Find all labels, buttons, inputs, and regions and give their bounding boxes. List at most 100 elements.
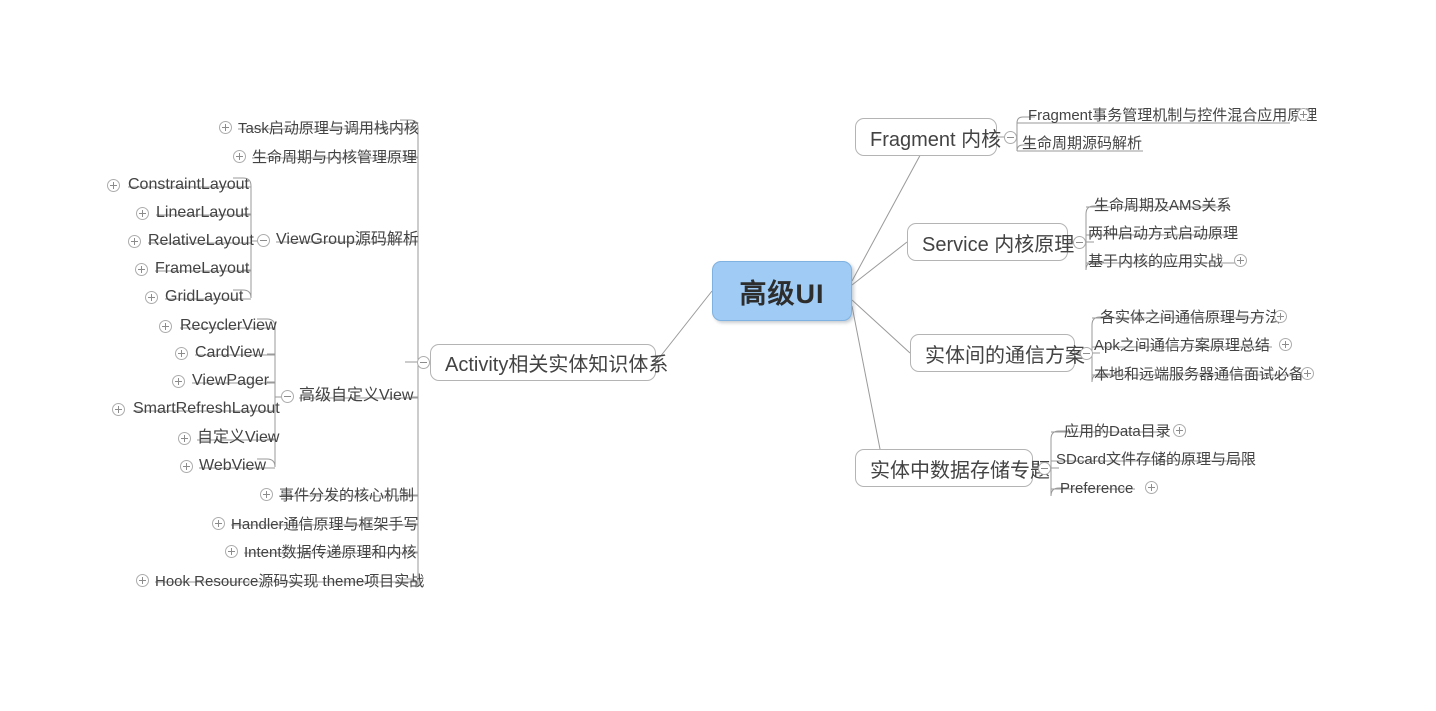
leaf-label: 事件分发的核心机制 <box>279 486 415 504</box>
leaf-fragment-lifecycle-source[interactable]: 生命周期源码解析 <box>1022 131 1142 155</box>
expand-handle-cardview[interactable] <box>175 347 188 360</box>
leaf-label: RecyclerView <box>180 317 277 334</box>
expand-handle-app-data-dir[interactable] <box>1173 424 1186 437</box>
leaf-recyclerview[interactable]: RecyclerView <box>180 314 277 338</box>
leaf-custom-view[interactable]: 自定义View <box>197 426 279 450</box>
leaf-label: 自定义View <box>197 429 280 446</box>
leaf-label: Hook Resource源码实现 theme项目实战 <box>155 572 425 590</box>
leaf-task-startup[interactable]: Task启动原理与调用栈内核 <box>238 116 419 140</box>
leaf-relativelayout[interactable]: RelativeLayout <box>148 229 254 253</box>
leaf-apk-comm-summary[interactable]: Apk之间通信方案原理总结 <box>1094 333 1270 357</box>
expand-handle-service-kernel-practice[interactable] <box>1234 254 1247 267</box>
leaf-constraintlayout[interactable]: ConstraintLayout <box>128 173 249 197</box>
collapse-handle-ipc[interactable] <box>1080 347 1093 360</box>
branch-node-ipc-label: 实体间的通信方案 <box>925 344 1085 367</box>
branch-node-service-label: Service 内核原理 <box>922 233 1075 256</box>
branch-node-fragment-label: Fragment 内核 <box>870 128 1002 151</box>
expand-handle-linearlayout[interactable] <box>136 207 149 220</box>
leaf-label: 两种启动方式启动原理 <box>1088 224 1239 242</box>
leaf-label: 各实体之间通信原理与方法 <box>1100 308 1281 326</box>
leaf-label: WebView <box>199 457 266 474</box>
root-node-label: 高级UI <box>739 278 825 309</box>
leaf-service-lifecycle-ams[interactable]: 生命周期及AMS关系 <box>1094 193 1232 217</box>
leaf-label: 生命周期及AMS关系 <box>1094 196 1232 214</box>
branch-node-fragment[interactable]: Fragment 内核 <box>855 118 1001 156</box>
leaf-sdcard-storage[interactable]: SDcard文件存储的原理与局限 <box>1056 447 1256 471</box>
branch-node-storage[interactable]: 实体中数据存储专题 <box>855 449 1050 487</box>
collapse-handle-storage[interactable] <box>1038 462 1051 475</box>
leaf-label: Fragment事务管理机制与控件混合应用原理 <box>1028 106 1318 124</box>
leaf-label: SmartRefreshLayout <box>133 400 280 417</box>
leaf-label: ViewPager <box>192 372 270 389</box>
leaf-label: 生命周期源码解析 <box>1022 134 1143 152</box>
expand-handle-framelayout[interactable] <box>135 263 148 276</box>
expand-handle-gridlayout[interactable] <box>145 291 158 304</box>
expand-handle-relativelayout[interactable] <box>128 235 141 248</box>
leaf-cardview[interactable]: CardView <box>195 341 264 365</box>
expand-handle-webview[interactable] <box>180 460 193 473</box>
leaf-app-data-dir[interactable]: 应用的Data目录 <box>1064 419 1171 443</box>
leaf-framelayout[interactable]: FrameLayout <box>155 257 249 281</box>
expand-handle-hook-resource[interactable] <box>136 574 149 587</box>
collapse-handle-service[interactable] <box>1073 236 1086 249</box>
expand-handle-custom-view[interactable] <box>178 432 191 445</box>
leaf-label: GridLayout <box>165 288 244 305</box>
leaf-label: ConstraintLayout <box>128 176 249 193</box>
expand-handle-task-startup[interactable] <box>219 121 232 134</box>
leaf-label: 应用的Data目录 <box>1064 422 1171 440</box>
expand-handle-event-dispatch[interactable] <box>260 488 273 501</box>
leaf-webview[interactable]: WebView <box>199 454 266 478</box>
expand-handle-intent[interactable] <box>225 545 238 558</box>
branch-node-storage-label: 实体中数据存储专题 <box>870 459 1050 482</box>
leaf-remote-server-comm[interactable]: 本地和远端服务器通信面试必备 <box>1094 362 1304 386</box>
expand-handle-remote-server-comm[interactable] <box>1301 367 1314 380</box>
leaf-label: 本地和远端服务器通信面试必备 <box>1094 365 1305 383</box>
leaf-service-kernel-practice[interactable]: 基于内核的应用实战 <box>1088 249 1223 273</box>
expand-handle-lifecycle-kernel[interactable] <box>233 150 246 163</box>
leaf-label: Apk之间通信方案原理总结 <box>1094 336 1270 354</box>
leaf-label: 基于内核的应用实战 <box>1088 252 1224 270</box>
leaf-lifecycle-kernel[interactable]: 生命周期与内核管理原理 <box>252 145 417 169</box>
expand-handle-handler[interactable] <box>212 517 225 530</box>
collapse-handle-viewgroup-source[interactable] <box>257 234 270 247</box>
leaf-service-two-start-modes[interactable]: 两种启动方式启动原理 <box>1088 221 1238 245</box>
leaf-viewpager[interactable]: ViewPager <box>192 369 269 393</box>
expand-handle-preference[interactable] <box>1145 481 1158 494</box>
leaf-gridlayout[interactable]: GridLayout <box>165 285 243 309</box>
leaf-label: Handler通信原理与框架手写 <box>231 515 419 533</box>
leaf-linearlayout[interactable]: LinearLayout <box>156 201 249 225</box>
branch-node-ipc[interactable]: 实体间的通信方案 <box>910 334 1085 372</box>
collapse-handle-activity[interactable] <box>417 356 430 369</box>
leaf-viewgroup-source[interactable]: ViewGroup源码解析 <box>276 228 419 252</box>
leaf-label: ViewGroup源码解析 <box>276 231 419 248</box>
leaf-label: FrameLayout <box>155 260 250 277</box>
branch-node-service[interactable]: Service 内核原理 <box>907 223 1074 261</box>
collapse-handle-advanced-custom-view[interactable] <box>281 390 294 403</box>
expand-handle-smartrefreshlayout[interactable] <box>112 403 125 416</box>
leaf-fragment-transaction[interactable]: Fragment事务管理机制与控件混合应用原理 <box>1028 103 1317 127</box>
collapse-handle-fragment[interactable] <box>1004 131 1017 144</box>
leaf-handler[interactable]: Handler通信原理与框架手写 <box>231 512 419 536</box>
leaf-hook-resource[interactable]: Hook Resource源码实现 theme项目实战 <box>155 569 424 593</box>
expand-handle-entity-comm-principles[interactable] <box>1274 310 1287 323</box>
branch-node-activity[interactable]: Activity相关实体知识体系 <box>430 344 668 381</box>
leaf-intent[interactable]: Intent数据传递原理和内核 <box>244 540 417 564</box>
expand-handle-viewpager[interactable] <box>172 375 185 388</box>
leaf-label: Intent数据传递原理和内核 <box>244 543 417 561</box>
leaf-event-dispatch[interactable]: 事件分发的核心机制 <box>279 483 414 507</box>
leaf-label: 生命周期与内核管理原理 <box>252 148 418 166</box>
branch-node-activity-label: Activity相关实体知识体系 <box>445 354 669 376</box>
leaf-advanced-custom-view[interactable]: 高级自定义View <box>299 384 413 408</box>
leaf-smartrefreshlayout[interactable]: SmartRefreshLayout <box>133 397 280 421</box>
leaf-preference[interactable]: Preference <box>1060 476 1133 500</box>
expand-handle-fragment-transaction[interactable] <box>1297 108 1310 121</box>
leaf-label: Task启动原理与调用栈内核 <box>238 119 419 137</box>
leaf-label: LinearLayout <box>156 204 249 221</box>
expand-handle-recyclerview[interactable] <box>159 320 172 333</box>
leaf-label: 高级自定义View <box>299 387 414 404</box>
leaf-entity-comm-principles[interactable]: 各实体之间通信原理与方法 <box>1100 305 1280 329</box>
root-node-advanced-ui[interactable]: 高级UI <box>712 261 852 321</box>
expand-handle-constraintlayout[interactable] <box>107 179 120 192</box>
expand-handle-apk-comm-summary[interactable] <box>1279 338 1292 351</box>
